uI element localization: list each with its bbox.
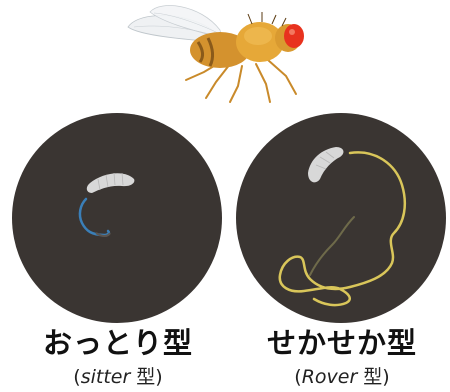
sitter-sublabel-italic: sitter [81,366,131,388]
fruit-fly-illustration [120,2,330,104]
rover-sublabel: (Rover 型) [232,362,450,389]
rover-sublabel-open: ( [294,366,301,388]
sitter-sublabel: (sitter 型) [8,362,228,389]
sitter-sublabel-suffix: 型) [130,366,162,388]
sitter-sublabel-open: ( [73,366,80,388]
sitter-petri-dish [12,113,222,323]
rover-label: せかせか型 [232,320,450,362]
rover-sublabel-italic: Rover [302,366,358,388]
rover-sublabel-suffix: 型) [357,366,389,388]
sitter-label: おっとり型 [8,320,228,362]
rover-petri-dish [236,113,446,323]
